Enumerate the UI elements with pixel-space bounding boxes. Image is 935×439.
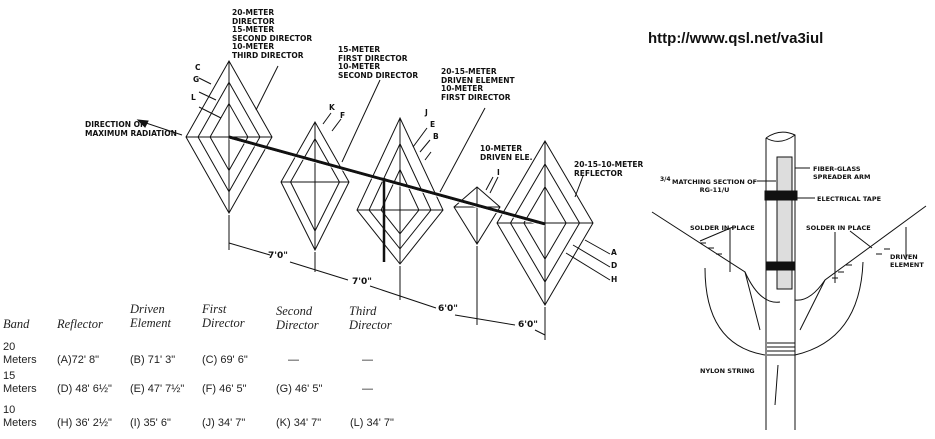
label-electrical-tape: ELECTRICAL TAPE [817, 195, 882, 203]
spreader-arms [454, 187, 500, 244]
label-matching-fraction: 3/4 [660, 176, 671, 183]
label-reflector: 20-15-10-METER REFLECTOR [574, 160, 644, 178]
header-second: Second Director [276, 304, 319, 332]
spacing-3: 6'0" [438, 304, 458, 314]
feed-detail [651, 131, 927, 430]
label-F: F [340, 111, 346, 120]
header-band: Band [3, 317, 30, 331]
length-cell: (H) 36' 2½" [57, 416, 112, 429]
label-E: E [430, 120, 436, 129]
label-A: A [611, 248, 617, 257]
label-direction: DIRECTION OF MAXIMUM RADIATION [85, 120, 177, 138]
label-J: J [425, 108, 428, 117]
label-L: L [191, 93, 196, 102]
dimension-lines [228, 215, 546, 340]
label-10m-driven: 10-METER DRIVEN ELE. [480, 144, 533, 162]
label-solder-right: SOLDER IN PLACE [806, 224, 871, 232]
label-15m-first-director: 15-METER FIRST DIRECTOR 10-METER SECOND … [338, 45, 419, 80]
length-cell: (J) 34' 7" [202, 416, 246, 429]
header-driven: Driven Element [130, 302, 171, 330]
source-url[interactable]: http://www.qsl.net/va3iul [648, 30, 824, 47]
spreader-arms [357, 118, 443, 264]
leader-lines [198, 65, 611, 281]
label-driven-element-feed: DRIVEN ELEMENT [890, 253, 924, 269]
label-H: H [611, 275, 618, 284]
label-G: G [193, 75, 200, 84]
spreader-arms [281, 122, 349, 250]
length-cell: (C) 69' 6" [202, 353, 248, 366]
header-reflector: Reflector [57, 317, 103, 331]
band-cell: 20 Meters [3, 341, 37, 366]
label-K: K [329, 103, 335, 112]
label-driven-element: 20-15-METER DRIVEN ELEMENT 10-METER FIRS… [441, 67, 515, 102]
label-20m-director: 20-METER DIRECTOR 15-METER SECOND DIRECT… [232, 8, 313, 60]
spacing-2: 7'0" [352, 277, 372, 287]
length-cell: (L) 34' 7" [350, 416, 394, 429]
band-cell: 10 Meters [3, 404, 37, 429]
length-cell: — [362, 353, 373, 366]
label-I: I [497, 168, 500, 177]
header-first: First Director [202, 302, 245, 330]
spacing-1: 7'0" [268, 251, 288, 261]
length-cell: — [288, 353, 299, 366]
length-cell: (A)72' 8" [57, 353, 100, 366]
length-cell: (D) 48' 6½" [57, 382, 112, 395]
label-solder-left: SOLDER IN PLACE [690, 224, 755, 232]
length-cell: (E) 47' 7½" [130, 382, 185, 395]
label-D: D [611, 261, 618, 270]
header-third: Third Director [349, 304, 392, 332]
band-cell: 15 Meters [3, 370, 37, 395]
label-matching-section: MATCHING SECTION OF RG-11/U [672, 178, 758, 194]
label-spreader-arm: FIBER-GLASS SPREADER ARM [813, 165, 871, 181]
label-C: C [195, 63, 201, 72]
spacing-4: 6'0" [518, 320, 538, 330]
length-cell: — [362, 382, 373, 395]
length-cell: (B) 71' 3" [130, 353, 176, 366]
quad-elements [185, 59, 594, 306]
label-B: B [433, 132, 439, 141]
length-cell: (K) 34' 7" [276, 416, 322, 429]
length-cell: (G) 46' 5" [276, 382, 323, 395]
direction-arrowhead [136, 119, 149, 128]
boom-highlight [228, 138, 546, 227]
length-cell: (F) 46' 5" [202, 382, 247, 395]
label-nylon-string: NYLON STRING [700, 367, 755, 375]
boom [228, 135, 546, 226]
length-cell: (I) 35' 6" [130, 416, 171, 429]
